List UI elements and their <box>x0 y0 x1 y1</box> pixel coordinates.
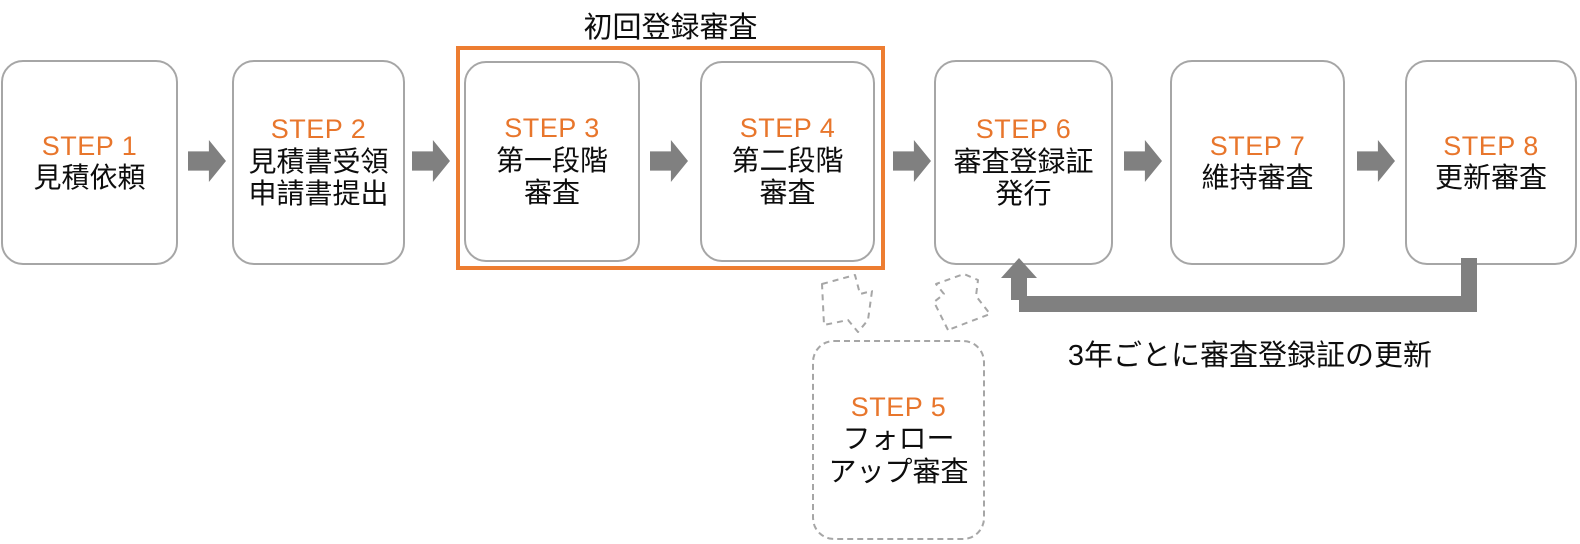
step-3-title-line-1: 第一段階 <box>495 144 608 176</box>
step-3-label: STEP 3 <box>504 113 600 144</box>
step-7-title-line-1: 維持審査 <box>1201 161 1314 193</box>
arrow-right-icon-4-to-6 <box>893 140 931 182</box>
step-8-title-line-1: 更新審査 <box>1434 161 1547 193</box>
step-5-title: フォロー アップ審査 <box>828 423 968 488</box>
step-box-4[interactable]: STEP 4 第二段階 審査 <box>700 61 875 262</box>
dashed-arrow-up-right-icon <box>933 273 991 331</box>
step-1-label: STEP 1 <box>41 130 138 161</box>
step-box-2[interactable]: STEP 2 見積書受領 申請書提出 <box>232 60 405 265</box>
step-5-label: STEP 5 <box>850 391 947 422</box>
step-box-8[interactable]: STEP 8 更新審査 <box>1405 60 1577 265</box>
arrow-right-icon-2-to-3 <box>412 140 450 182</box>
step-box-5[interactable]: STEP 5 フォロー アップ審査 <box>812 340 985 540</box>
group-caption-initial-registration-audit: 初回登録審査 <box>583 12 758 44</box>
arrow-right-icon-7-to-8 <box>1357 140 1395 182</box>
step-2-title-line-1: 見積書受領 <box>248 145 389 177</box>
step-7-label: STEP 7 <box>1209 130 1306 161</box>
step-6-title-line-1: 審査登録証 <box>953 145 1094 177</box>
step-4-title: 第二段階 審査 <box>731 145 843 210</box>
step-box-1[interactable]: STEP 1 見積依頼 <box>1 60 178 265</box>
step-7-title: 維持審査 <box>1201 162 1313 194</box>
step-box-3[interactable]: STEP 3 第一段階 審査 <box>464 61 640 262</box>
loop-caption-renewal-every-three-years: 3年ごとに審査登録証の更新 <box>1067 340 1433 372</box>
step-5-title-line-1: フォロー <box>842 423 955 455</box>
step-4-title-line-2: 審査 <box>759 177 816 209</box>
step-2-title-line-2: 申請書提出 <box>248 178 389 210</box>
step-2-label: STEP 2 <box>270 114 367 145</box>
step-box-7[interactable]: STEP 7 維持審査 <box>1170 60 1345 265</box>
step-1-title: 見積依頼 <box>33 162 145 194</box>
step-4-title-line-1: 第二段階 <box>731 144 844 176</box>
step-1-title-line-1: 見積依頼 <box>33 161 146 193</box>
step-2-title: 見積書受領 申請書提出 <box>248 146 388 211</box>
arrow-right-icon-6-to-7 <box>1124 140 1162 182</box>
step-box-6[interactable]: STEP 6 審査登録証 発行 <box>934 60 1113 265</box>
step-3-title-line-2: 審査 <box>523 177 580 209</box>
step-6-title: 審査登録証 発行 <box>953 146 1093 211</box>
step-8-title: 更新審査 <box>1435 162 1547 194</box>
dashed-arrow-down-right-icon <box>821 274 873 333</box>
step-5-title-line-2: アップ審査 <box>828 455 969 487</box>
step-8-label: STEP 8 <box>1443 130 1539 161</box>
step-4-label: STEP 4 <box>739 113 836 144</box>
step-3-title: 第一段階 審査 <box>496 145 608 210</box>
step-6-label: STEP 6 <box>975 114 1072 145</box>
step-6-title-line-2: 発行 <box>995 178 1052 210</box>
loop-arrow-up-icon-renewal <box>1001 258 1477 312</box>
arrow-right-icon-1-to-2 <box>188 140 226 182</box>
group-frame-initial-registration-audit <box>456 46 885 270</box>
